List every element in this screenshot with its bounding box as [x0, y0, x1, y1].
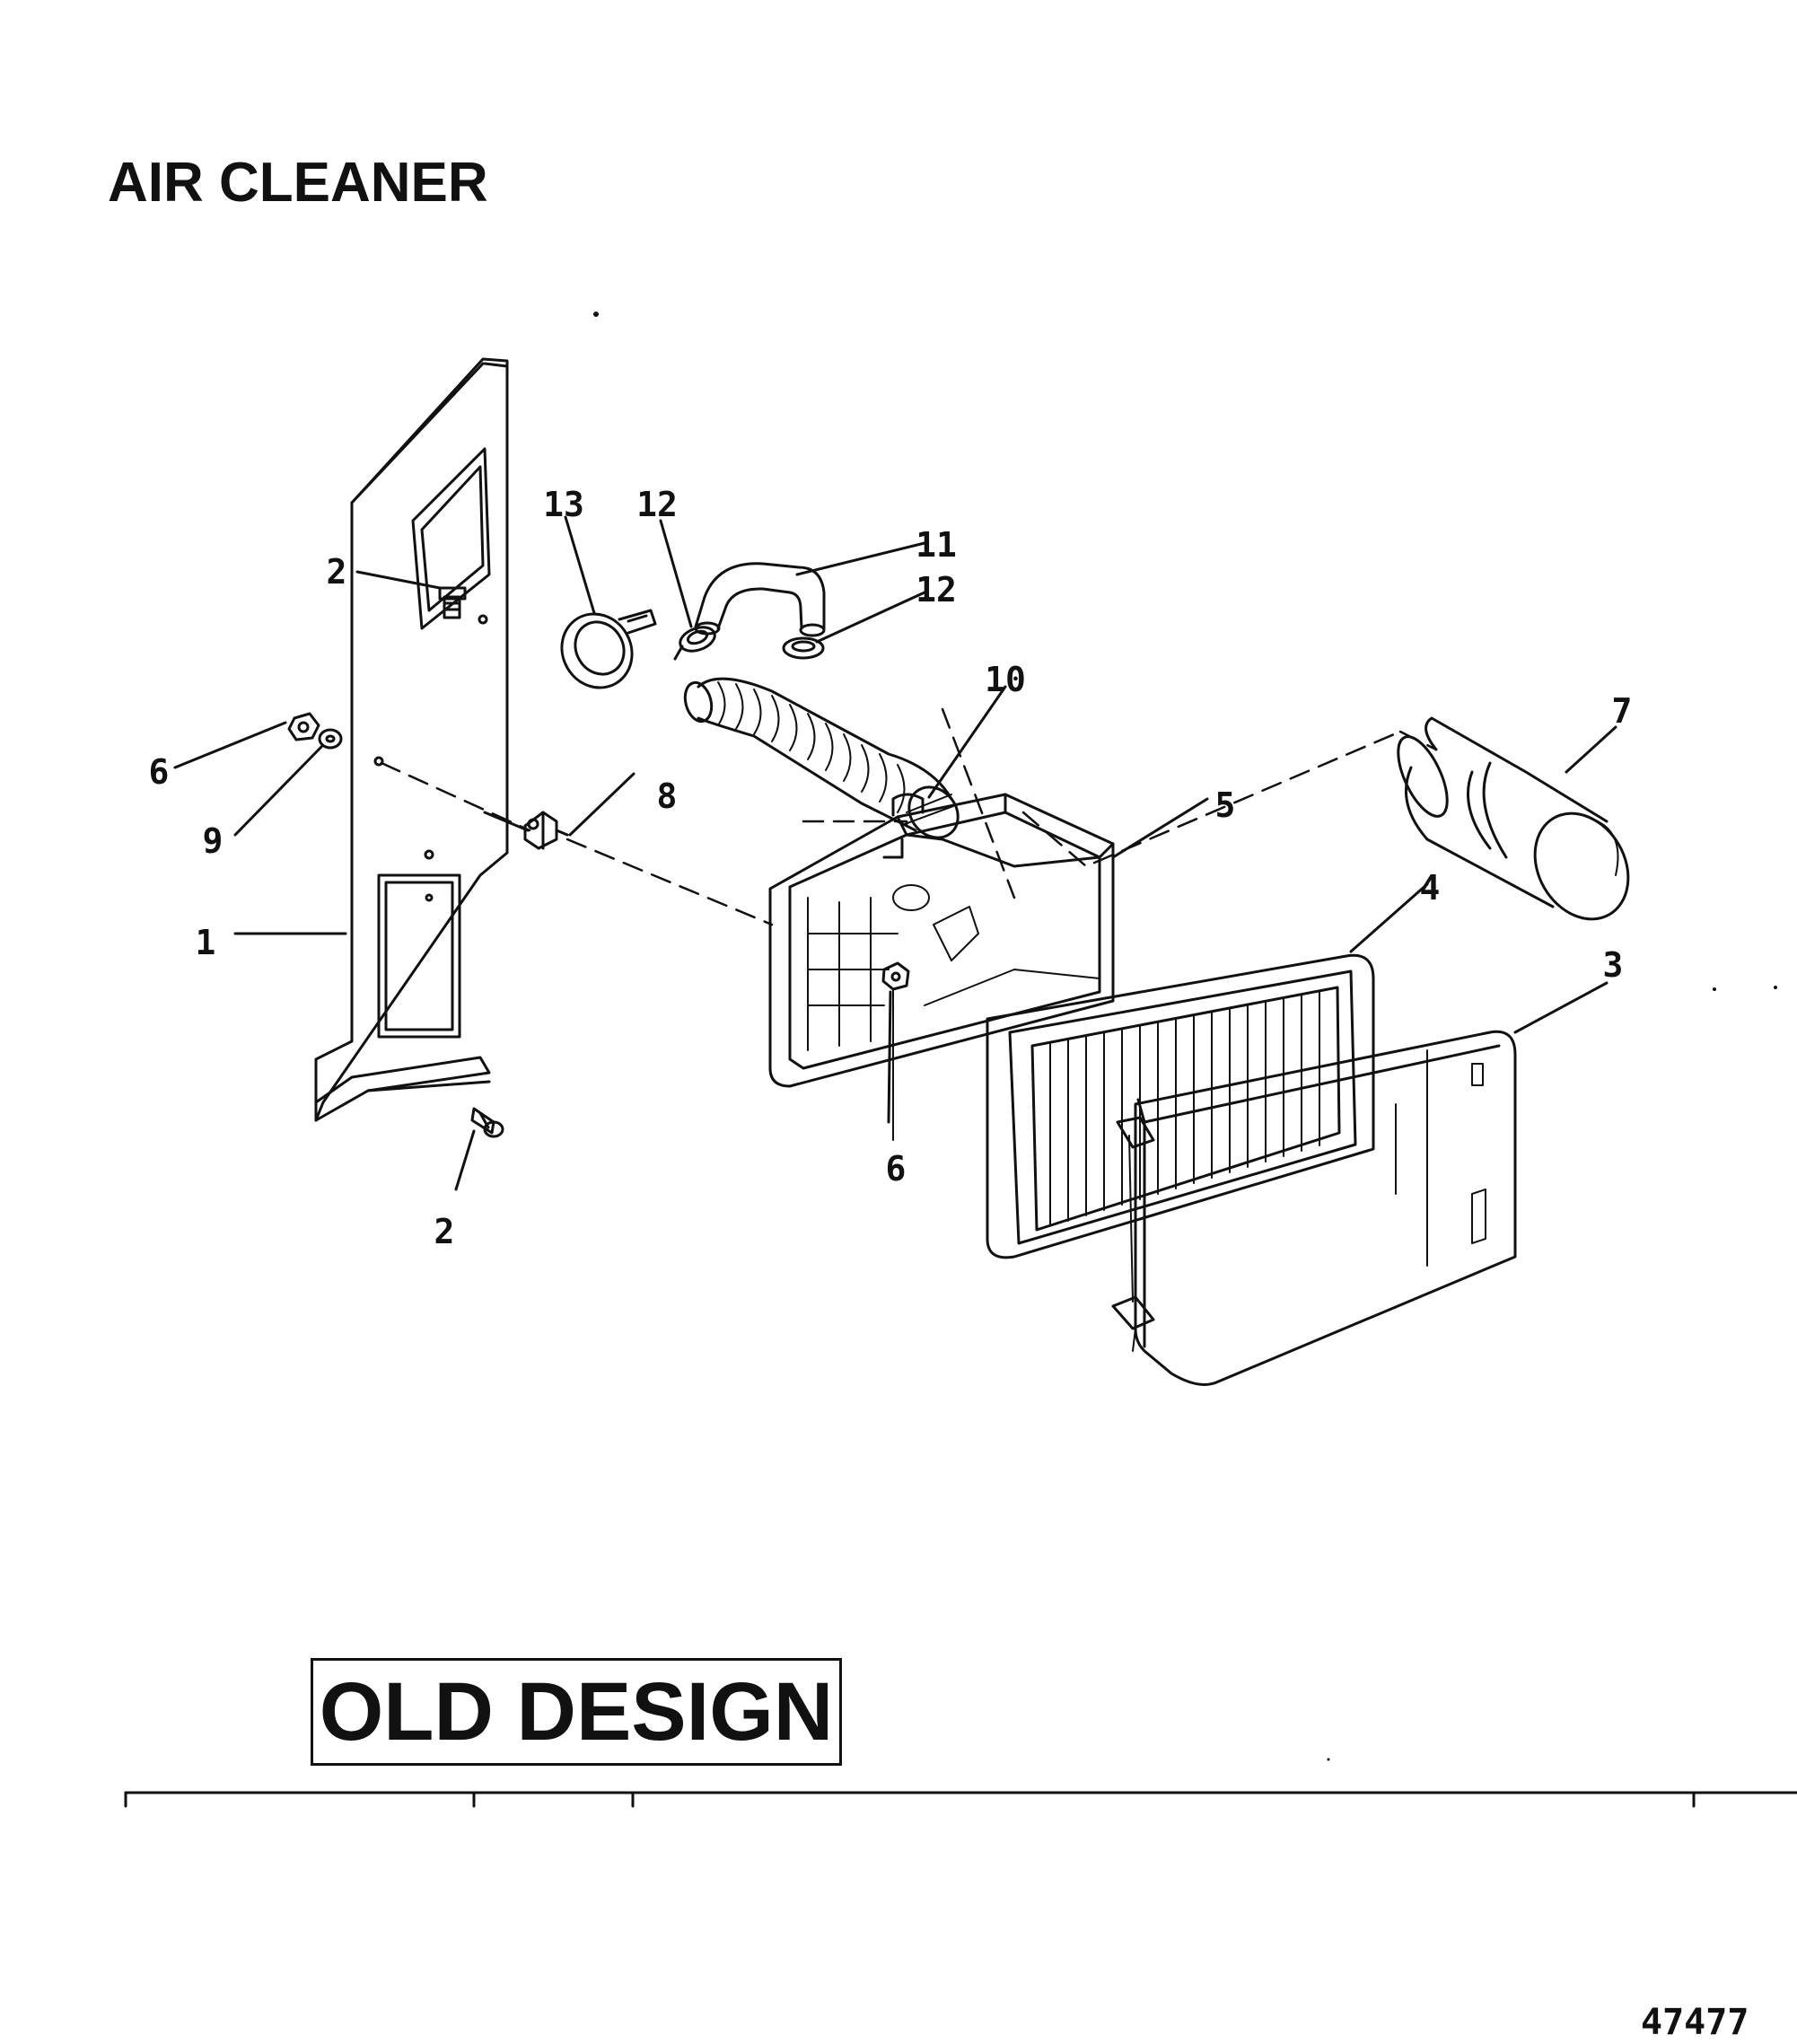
part-10-corrugated-duct	[683, 677, 960, 839]
callout-13: 13	[543, 485, 584, 524]
callout-7: 7	[1612, 691, 1633, 731]
callout-6-center: 6	[886, 1149, 907, 1189]
part-11-vent-hose	[694, 562, 826, 637]
design-label: OLD DESIGN	[319, 1666, 834, 1758]
part-2-screw-top	[438, 586, 467, 619]
part-12-clamp-right	[782, 636, 825, 660]
part-5-cleaner-base	[768, 793, 1115, 1088]
part-2-screw-bottom	[470, 1107, 504, 1138]
callout-labels: 1 2 2 3 4 5 6 6 7 8 9 10 11 12 12 13	[149, 485, 1633, 1251]
callout-6-left: 6	[149, 752, 170, 792]
callout-4: 4	[1420, 868, 1441, 908]
callout-2-bottom: 2	[434, 1212, 455, 1251]
design-label-box: OLD DESIGN	[311, 1658, 842, 1766]
part-8-stud	[483, 811, 569, 850]
part-13-hose-clamp	[560, 609, 657, 689]
callout-12-left: 12	[636, 485, 678, 524]
part-6-nut-left	[287, 712, 320, 741]
leader-lines	[173, 515, 1617, 1191]
part-4-filter-element	[986, 953, 1375, 1259]
callout-9: 9	[203, 821, 224, 861]
page-title: AIR CLEANER	[108, 152, 488, 214]
callout-10: 10	[985, 660, 1026, 699]
part-3-cleaner-cover	[1111, 1030, 1517, 1386]
drawing-number: 47477	[1641, 2002, 1749, 2043]
part-6-nut-center	[881, 961, 910, 1141]
part-7-intake-sleeve	[1397, 716, 1630, 921]
callout-3: 3	[1603, 945, 1624, 985]
callout-11: 11	[916, 525, 957, 565]
part-9-washer	[318, 728, 343, 750]
assembly-guide-lines	[380, 707, 1438, 926]
callout-5: 5	[1215, 785, 1236, 825]
callout-2-top: 2	[327, 552, 347, 592]
callout-8: 8	[657, 776, 678, 816]
part-1-mounting-bracket	[314, 357, 509, 1122]
callout-12-right: 12	[916, 570, 957, 610]
callout-1: 1	[196, 923, 216, 962]
scan-specks	[593, 311, 1777, 1761]
table-header-rule	[124, 1791, 1797, 1808]
